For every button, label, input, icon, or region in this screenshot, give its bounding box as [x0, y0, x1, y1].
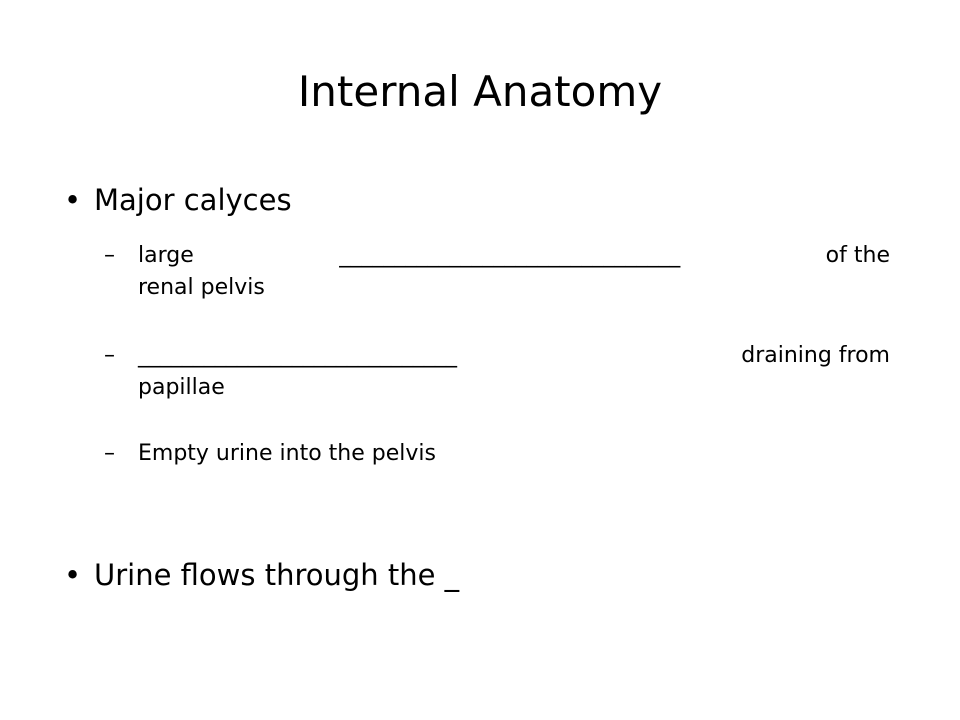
word-draining-from: draining from	[741, 343, 890, 368]
sub-bullet-line: large _______________________________ of…	[138, 240, 890, 272]
bullet-text: Major calyces	[94, 183, 292, 217]
sub-bullet-continuation: renal pelvis	[138, 275, 265, 300]
slide-title: Internal Anatomy	[297, 67, 663, 116]
sub-bullet-text: large _______________________________ of…	[138, 240, 890, 304]
sub-bullet-dash: –	[104, 243, 115, 268]
word-of-the: of the	[825, 243, 890, 268]
sub-bullet-line: _____________________________ draining f…	[138, 340, 890, 372]
sub-bullet-line: Empty urine into the pelvis	[138, 441, 436, 466]
bullet-dot: •	[64, 183, 82, 217]
fill-in-blank: _______________________________	[339, 243, 681, 268]
fill-in-blank: _____________________________	[138, 343, 457, 368]
bullet-dot: •	[64, 558, 82, 592]
sub-bullet-dash: –	[104, 441, 115, 466]
word-large: large	[138, 243, 194, 268]
sub-bullet-text: _____________________________ draining f…	[138, 340, 890, 404]
sub-bullet-text: Empty urine into the pelvis	[138, 438, 890, 470]
sub-bullet-continuation: papillae	[138, 375, 225, 400]
sub-bullet-dash: –	[104, 343, 115, 368]
bullet-text: Urine flows through the _	[94, 558, 460, 592]
